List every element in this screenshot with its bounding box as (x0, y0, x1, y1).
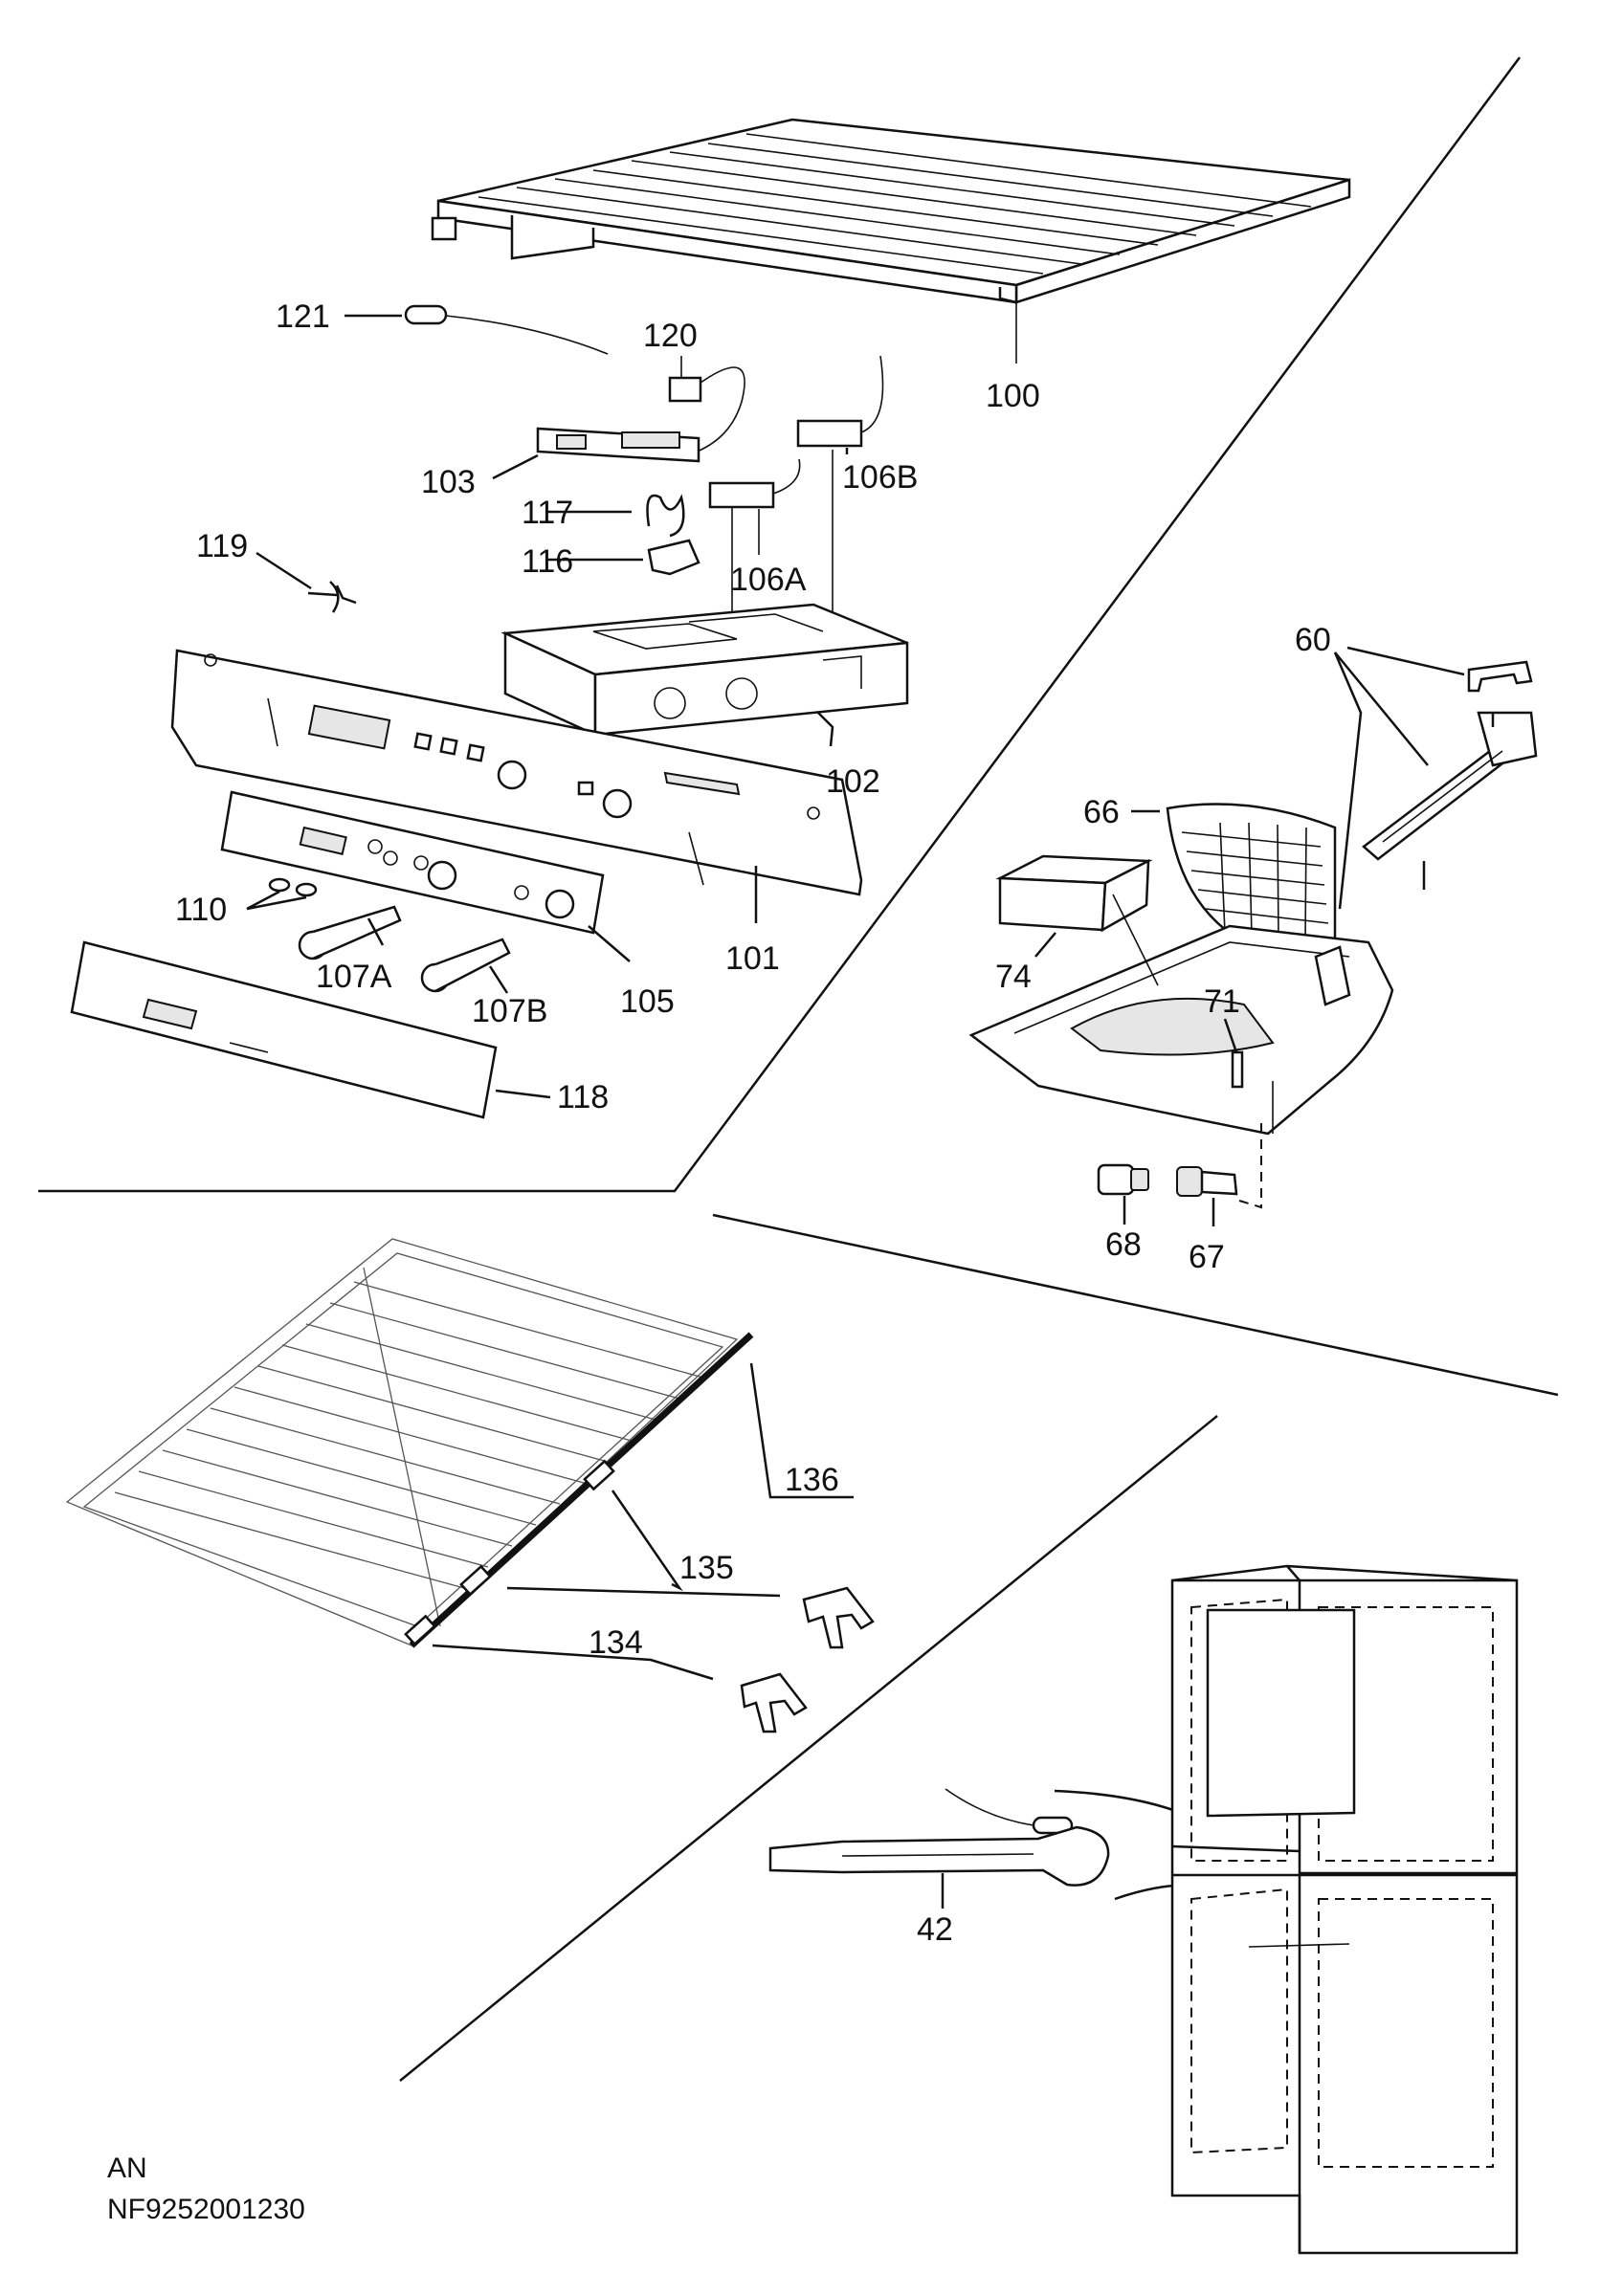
label-74: 74 (995, 959, 1032, 995)
trim-118 (70, 940, 551, 1119)
label-121: 121 (276, 298, 330, 335)
part-labels: 100 121 120 103 106B 117 116 106A 119 10… (175, 298, 1331, 1948)
panel-105 (220, 790, 631, 962)
label-101: 101 (725, 940, 780, 977)
label-103: 103 (421, 464, 476, 500)
label-110: 110 (175, 892, 227, 928)
label-71: 71 (1204, 983, 1240, 1020)
clip-134 (432, 1644, 808, 1733)
grille-66 (1131, 803, 1337, 951)
label-42: 42 (917, 1911, 953, 1948)
shelf-100 (431, 118, 1351, 364)
label-136: 136 (785, 1462, 839, 1498)
plug-67 (1176, 1119, 1262, 1226)
label-135: 135 (679, 1550, 734, 1586)
label-116: 116 (522, 543, 573, 580)
pin-71 (1223, 1018, 1244, 1089)
label-100: 100 (986, 378, 1040, 414)
plug-68 (1097, 1163, 1149, 1225)
sensor-121 (345, 304, 609, 355)
label-68: 68 (1105, 1226, 1142, 1263)
footer-code-an: AN (107, 2152, 147, 2184)
label-118: 118 (557, 1079, 609, 1115)
control-board-103 (492, 427, 700, 480)
knob-107B (420, 938, 511, 994)
rail-60 (1362, 711, 1538, 890)
clip-60 (1333, 646, 1533, 910)
spring-119 (256, 551, 357, 613)
evaporator-coil (65, 1238, 754, 1648)
cabinet (1170, 1564, 1519, 2255)
label-106B: 106B (842, 459, 918, 496)
section-dividers (38, 56, 1559, 2082)
label-117: 117 (522, 495, 573, 531)
housing-102 (500, 603, 909, 747)
label-120: 120 (643, 318, 698, 354)
label-106A: 106A (730, 562, 807, 598)
clip-117 (545, 494, 685, 538)
bracket-116 (545, 539, 700, 576)
clip-135 (506, 1490, 875, 1649)
cover-74 (995, 854, 1153, 958)
knob-107A (298, 905, 402, 960)
module-106A (708, 458, 801, 622)
leader-136 (749, 1362, 854, 1499)
bulbs-110 (246, 877, 318, 911)
label-102: 102 (826, 763, 880, 800)
label-107A: 107A (316, 959, 392, 995)
footer-drawing-number: NF9252001230 (107, 2194, 305, 2225)
front-panel-101 (170, 649, 863, 923)
tray-bin (968, 894, 1394, 1136)
label-67: 67 (1189, 1239, 1225, 1275)
label-107B: 107B (472, 993, 547, 1029)
label-60: 60 (1295, 622, 1331, 658)
label-119: 119 (196, 528, 248, 564)
label-66: 66 (1083, 794, 1120, 830)
connector-120 (668, 356, 745, 460)
label-105: 105 (620, 983, 675, 1020)
label-134: 134 (589, 1624, 643, 1661)
